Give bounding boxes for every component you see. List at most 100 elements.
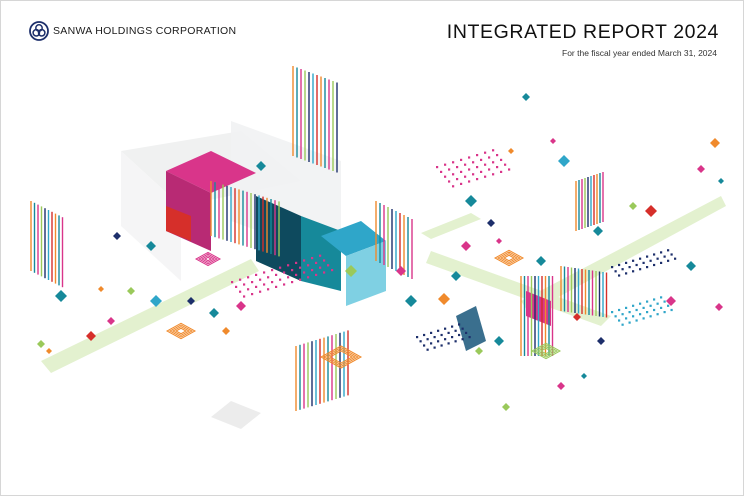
dot-grid bbox=[625, 317, 628, 320]
dot-grid bbox=[649, 259, 652, 262]
dot-grid bbox=[621, 268, 624, 271]
dot-grid bbox=[419, 340, 422, 343]
dot-grid bbox=[488, 168, 491, 171]
diamond-tile bbox=[55, 290, 67, 302]
dot-grid bbox=[299, 278, 302, 281]
dot-grid bbox=[464, 175, 467, 178]
diamond-tile bbox=[536, 256, 546, 266]
dot-grid bbox=[496, 166, 499, 169]
dot-grid bbox=[660, 261, 663, 264]
dot-grid bbox=[458, 333, 461, 337]
dot-grid bbox=[653, 253, 656, 256]
diamond-tile bbox=[451, 271, 461, 281]
concentric-diamond bbox=[539, 347, 553, 355]
dot-grid bbox=[618, 263, 621, 267]
dot-grid bbox=[621, 323, 624, 326]
dot-grid bbox=[653, 263, 656, 267]
dot-grid bbox=[267, 276, 270, 279]
dot-grid bbox=[243, 283, 246, 286]
dot-grid bbox=[307, 276, 310, 279]
dot-grid bbox=[625, 261, 628, 264]
diamond-tile bbox=[461, 241, 471, 251]
dot-grid bbox=[500, 158, 503, 161]
dot-grid bbox=[646, 266, 649, 269]
dot-grid bbox=[642, 306, 645, 309]
concentric-diamond bbox=[174, 327, 188, 335]
dot-grid bbox=[500, 170, 503, 173]
dot-grid bbox=[663, 255, 666, 258]
dot-grid bbox=[275, 273, 278, 276]
dot-grid bbox=[311, 257, 314, 260]
dot-grid bbox=[444, 175, 447, 178]
dot-grid bbox=[319, 254, 322, 257]
dot-grid bbox=[243, 295, 246, 298]
gray-block bbox=[121, 151, 181, 281]
dot-grid bbox=[458, 323, 461, 326]
report-title: INTEGRATED REPORT 2024 bbox=[446, 21, 719, 43]
dot-grid bbox=[663, 300, 666, 303]
dot-grid bbox=[437, 329, 440, 332]
dot-grid bbox=[452, 173, 455, 176]
dot-grid bbox=[259, 290, 262, 293]
dot-grid bbox=[235, 285, 238, 288]
pink-cube-top bbox=[166, 151, 256, 193]
dot-grid bbox=[632, 304, 635, 307]
dot-grid bbox=[251, 281, 254, 284]
dot-grid bbox=[646, 300, 649, 303]
dot-grid bbox=[670, 308, 673, 312]
dot-grid bbox=[625, 272, 628, 275]
dot-grid bbox=[259, 278, 262, 281]
dot-grid bbox=[444, 338, 447, 341]
dot-grid bbox=[263, 283, 266, 286]
dot-grid bbox=[674, 257, 677, 260]
dot-grid bbox=[632, 270, 635, 273]
dot-grid bbox=[251, 293, 254, 296]
concentric-diamond bbox=[197, 253, 219, 265]
dot-grid bbox=[267, 288, 270, 291]
dot-grid bbox=[448, 168, 451, 171]
diamond-tile bbox=[127, 287, 135, 295]
dot-grid bbox=[632, 259, 635, 262]
concentric-diamond bbox=[168, 324, 194, 338]
dot-grid bbox=[660, 306, 663, 309]
dot-grid bbox=[642, 261, 645, 264]
sanwa-logo-icon bbox=[29, 21, 49, 41]
dot-grid bbox=[239, 290, 242, 293]
dot-grid bbox=[653, 308, 656, 312]
dot-grid bbox=[444, 163, 447, 166]
dot-grid bbox=[656, 257, 659, 260]
diamond-tile bbox=[86, 331, 96, 341]
dot-grid bbox=[433, 336, 436, 339]
dot-grid bbox=[239, 278, 242, 281]
dot-grid bbox=[484, 151, 487, 154]
diamond-tile bbox=[710, 138, 720, 148]
dot-grid bbox=[628, 311, 631, 314]
dot-grid bbox=[667, 259, 670, 262]
dot-grid bbox=[649, 304, 652, 307]
concentric-diamond bbox=[325, 348, 357, 366]
dot-grid bbox=[433, 346, 436, 349]
dot-grid bbox=[472, 173, 475, 176]
dot-grid bbox=[255, 285, 258, 288]
diamond-tile bbox=[573, 313, 581, 321]
concentric-diamond bbox=[493, 249, 525, 267]
diamond-tile bbox=[522, 93, 530, 101]
concentric-diamond bbox=[530, 342, 562, 360]
dot-grid bbox=[492, 173, 495, 176]
dot-grid bbox=[279, 278, 282, 281]
concentric-diamond bbox=[322, 347, 360, 367]
diamond-tile bbox=[345, 265, 357, 277]
green-strip bbox=[426, 251, 611, 326]
dot-grid bbox=[460, 158, 463, 161]
diamond-tile bbox=[715, 303, 723, 311]
dot-grid bbox=[275, 285, 278, 288]
diamond-tile bbox=[405, 295, 417, 307]
dot-grid bbox=[618, 274, 621, 277]
concentric-diamond bbox=[502, 254, 516, 262]
dot-grid bbox=[468, 336, 471, 339]
dot-grid bbox=[454, 329, 457, 332]
dot-grid bbox=[461, 338, 464, 341]
dot-grid bbox=[423, 344, 426, 347]
dot-grid bbox=[468, 180, 471, 183]
